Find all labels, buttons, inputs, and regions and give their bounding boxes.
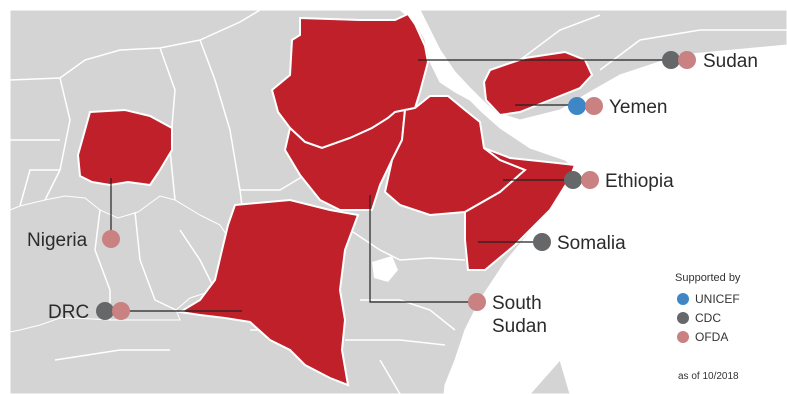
legend-swatch-cdc <box>677 312 689 324</box>
leader-south-sudan <box>369 195 476 303</box>
dots-yemen <box>568 97 603 115</box>
dot-ofda <box>678 51 696 69</box>
label-south-sudan-line1: South <box>492 293 542 314</box>
dots-nigeria <box>102 230 120 248</box>
dot-ofda <box>468 293 486 311</box>
legend-swatch-ofda <box>677 331 689 343</box>
legend-label-unicef: UNICEF <box>695 292 740 306</box>
dot-ofda <box>102 230 120 248</box>
dot-unicef <box>568 97 586 115</box>
dot-cdc <box>533 233 551 251</box>
label-drc: DRC <box>48 302 89 323</box>
dots-drc <box>96 302 130 320</box>
dot-cdc <box>662 51 680 69</box>
dot-ofda <box>581 171 599 189</box>
dot-cdc <box>96 302 114 320</box>
legend-swatch-unicef <box>677 293 689 305</box>
label-south-sudan-line2: Sudan <box>492 316 547 337</box>
label-sudan: Sudan <box>703 51 758 72</box>
legend-label-cdc: CDC <box>695 311 721 325</box>
country-drc <box>177 198 360 387</box>
dot-cdc <box>564 171 582 189</box>
lake <box>372 256 398 282</box>
country-somalia <box>464 147 577 271</box>
label-yemen: Yemen <box>609 97 667 118</box>
dots-ethiopia <box>564 171 599 189</box>
dots-sudan <box>662 51 696 69</box>
country-borders <box>9 9 787 394</box>
label-ethiopia: Ethiopia <box>605 171 674 192</box>
date-note: as of 10/2018 <box>678 371 739 382</box>
dot-ofda <box>585 97 603 115</box>
dots-south-sudan <box>468 293 486 311</box>
leader-lines <box>110 59 668 312</box>
legend-title: Supported by <box>675 272 741 284</box>
label-somalia: Somalia <box>557 233 626 254</box>
country-yemen <box>482 50 594 117</box>
highlighted-countries <box>76 12 594 387</box>
dot-ofda <box>112 302 130 320</box>
country-nigeria <box>76 108 173 187</box>
land-east <box>529 358 571 394</box>
label-nigeria: Nigeria <box>27 230 88 251</box>
dots-somalia <box>533 233 551 251</box>
legend-label-ofda: OFDA <box>695 330 728 344</box>
legend: Supported by UNICEF CDC OFDA as of 10/20… <box>675 272 741 382</box>
